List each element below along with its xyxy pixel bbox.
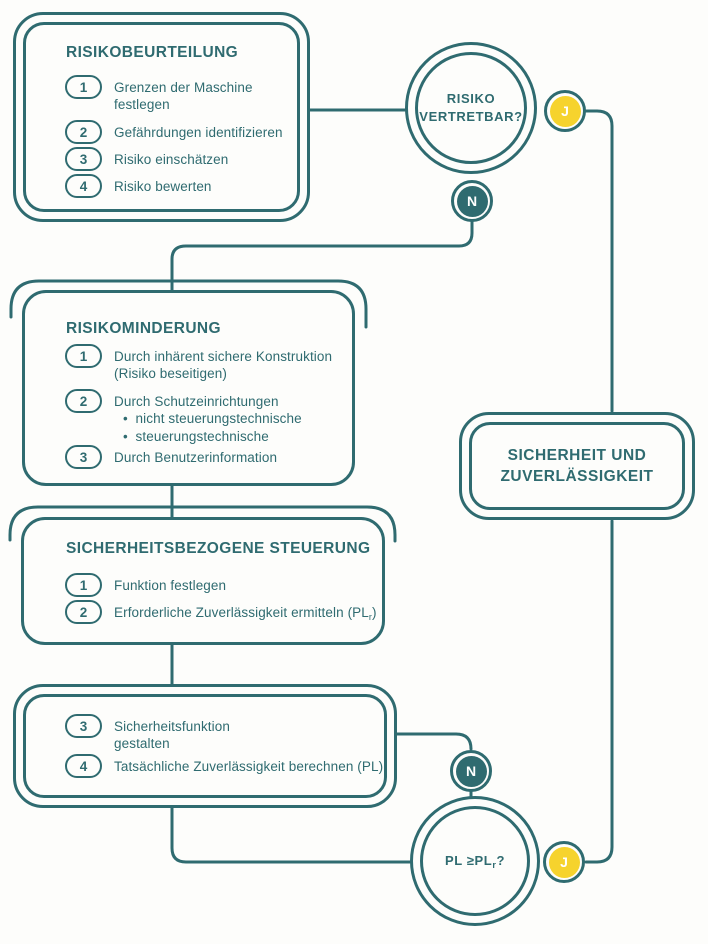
yes-badge-2: J [543,841,585,883]
step-text-line: Durch Schutzeinrichtungen [114,393,279,409]
no-badge-2-label: N [455,755,487,787]
step-row: 3 Risiko einschätzen [65,147,228,171]
step-row: 3 Durch Benutzerinformation [65,445,277,469]
risk-decision-line: RISIKO [446,91,496,106]
no-badge-label: N [456,185,488,217]
connector-sicherheit-to-yes2 [584,519,614,864]
step-row: 4 Risiko bewerten [65,174,212,198]
step-number-badge: 3 [65,445,102,469]
box-sicherheit-line: SICHERHEIT UND [507,447,647,464]
step-row: 3 Sicherheitsfunktion gestalten [65,714,230,753]
box-steuerung-title: SICHERHEITSBEZOGENE STEUERUNG [66,540,371,557]
step-row: 2 Erforderliche Zuverlässigkeit ermittel… [65,600,377,624]
steuerung-outer-arc [8,505,397,543]
step-text-main: Erforderliche Zuverlässigkeit ermitteln … [114,604,369,620]
step-text: Durch Benutzerinformation [114,449,277,467]
step-text-bullet: steuerungstechnische [114,428,302,446]
pl-decision-circle: PL ≥PLr? [410,796,540,926]
yes-badge: J [544,90,586,132]
step-row: 2 Gefährdungen identifizieren [65,120,283,144]
step-number-badge: 1 [65,573,102,597]
pl-decision-suffix: ? [496,853,505,868]
connector-umsetzung-to-pl-decision [170,806,412,864]
step-number-badge: 2 [65,389,102,413]
box-risikominderung-title: RISIKOMINDERUNG [66,320,221,337]
step-text-line: Funktion festlegen [114,577,227,593]
step-text: Tatsächliche Zuverlässigkeit berechnen (… [114,758,383,776]
step-text: Durch Schutzeinrichtungen nicht steuerun… [114,393,302,446]
yes-badge-label: J [549,95,581,127]
step-text-line: Risiko einschätzen [114,151,229,167]
no-badge: N [451,180,493,222]
step-number-badge: 1 [65,344,102,368]
step-number-badge: 2 [65,120,102,144]
box-risikobeurteilung-title: RISIKOBEURTEILUNG [66,44,239,61]
yes-badge-2-label: J [548,846,580,878]
step-number-badge: 3 [65,714,102,738]
pl-decision-main: PL ≥PL [445,853,493,868]
step-text-bullet: nicht steuerungstechnische [114,410,302,428]
plr-subscript: r [492,860,497,870]
connector-no-to-risikominderung [170,220,474,292]
step-number-badge: 4 [65,754,102,778]
step-text-line: gestalten [114,736,170,751]
step-text: Erforderliche Zuverlässigkeit ermitteln … [114,604,377,622]
pl-decision-label: PL ≥PLr? [445,852,505,870]
step-row: 2 Durch Schutzeinrichtungen nicht steuer… [65,389,302,445]
step-text-line: Erforderliche Zuverlässigkeit ermitteln … [114,604,377,622]
step-text-suffix: ) [372,604,377,620]
step-row: 1 Funktion festlegen [65,573,226,597]
step-text: Risiko bewerten [114,178,212,196]
risk-decision-circle: RISIKO VERTRETBAR? [405,42,537,174]
box-sicherheit: SICHERHEIT UND ZUVERLÄSSIGKEIT [459,412,695,520]
step-text-line: (Risiko beseitigen) [114,366,227,381]
box-sicherheit-line: ZUVERLÄSSIGKEIT [500,468,654,485]
risikominderung-outer-arc [9,279,368,329]
step-text-line: Sicherheitsfunktion [114,718,230,734]
box-risikominderung: RISIKOMINDERUNG 1 Durch inhärent sichere… [22,290,355,486]
step-text-line: Grenzen der Maschine [114,79,253,95]
step-text: Risiko einschätzen [114,151,228,169]
step-text: Gefährdungen identifizieren [114,124,283,142]
step-text-line: Tatsächliche Zuverlässigkeit berechnen (… [114,758,384,774]
risk-decision-line: VERTRETBAR? [419,109,523,124]
step-text: Sicherheitsfunktion gestalten [114,718,230,753]
box-steuerung: SICHERHEITSBEZOGENE STEUERUNG 1 Funktion… [21,517,385,645]
box-sicherheit-title: SICHERHEIT UND ZUVERLÄSSIGKEIT [462,445,692,487]
step-row: 1 Grenzen der Maschine festlegen [65,75,253,114]
box-risikobeurteilung: RISIKOBEURTEILUNG 1 Grenzen der Maschine… [13,12,310,222]
step-number-badge: 3 [65,147,102,171]
step-text: Grenzen der Maschine festlegen [114,79,253,114]
step-text: Funktion festlegen [114,577,226,595]
step-row: 1 Durch inhärent sichere Konstruktion (R… [65,344,332,383]
step-number-badge: 4 [65,174,102,198]
plr-subscript: r [368,611,372,622]
step-text-line: Durch inhärent sichere Konstruktion [114,348,333,364]
step-text-line: Risiko bewerten [114,178,212,194]
step-number-badge: 2 [65,600,102,624]
risk-decision-label: RISIKO VERTRETBAR? [419,90,522,126]
no-badge-2: N [450,750,492,792]
step-text: Durch inhärent sichere Konstruktion (Ris… [114,348,332,383]
connector-umsetzung-to-no2 [394,732,473,751]
connector-yes-to-sicherheit [584,109,614,413]
step-row: 4 Tatsächliche Zuverlässigkeit berechnen… [65,754,383,778]
step-text-line: festlegen [114,97,170,112]
box-umsetzung: 3 Sicherheitsfunktion gestalten 4 Tatsäc… [13,684,397,808]
step-text-line: Gefährdungen identifizieren [114,124,283,140]
step-text-line: Durch Benutzerinformation [114,449,278,465]
step-number-badge: 1 [65,75,102,99]
